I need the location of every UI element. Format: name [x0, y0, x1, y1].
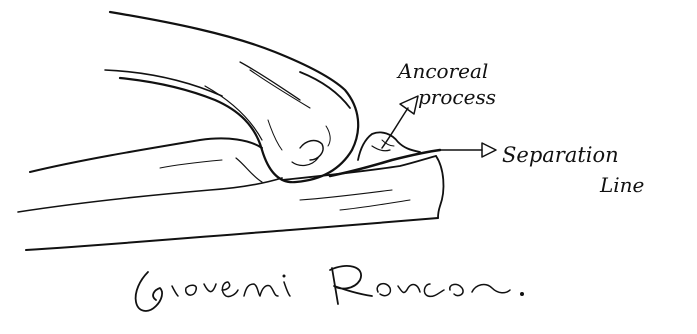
separation-line: [330, 150, 440, 176]
separation-pointer: [440, 143, 496, 157]
middle-bone: [18, 138, 282, 212]
separation-label-line1: Separation: [502, 143, 619, 167]
process-label-line1: Ancoreal: [396, 59, 488, 83]
process-pointer: [382, 96, 418, 148]
signature: [136, 266, 524, 311]
separation-label-line2: Line: [599, 173, 644, 197]
upper-bone: [105, 12, 358, 182]
process-label-line2: process: [418, 85, 496, 109]
